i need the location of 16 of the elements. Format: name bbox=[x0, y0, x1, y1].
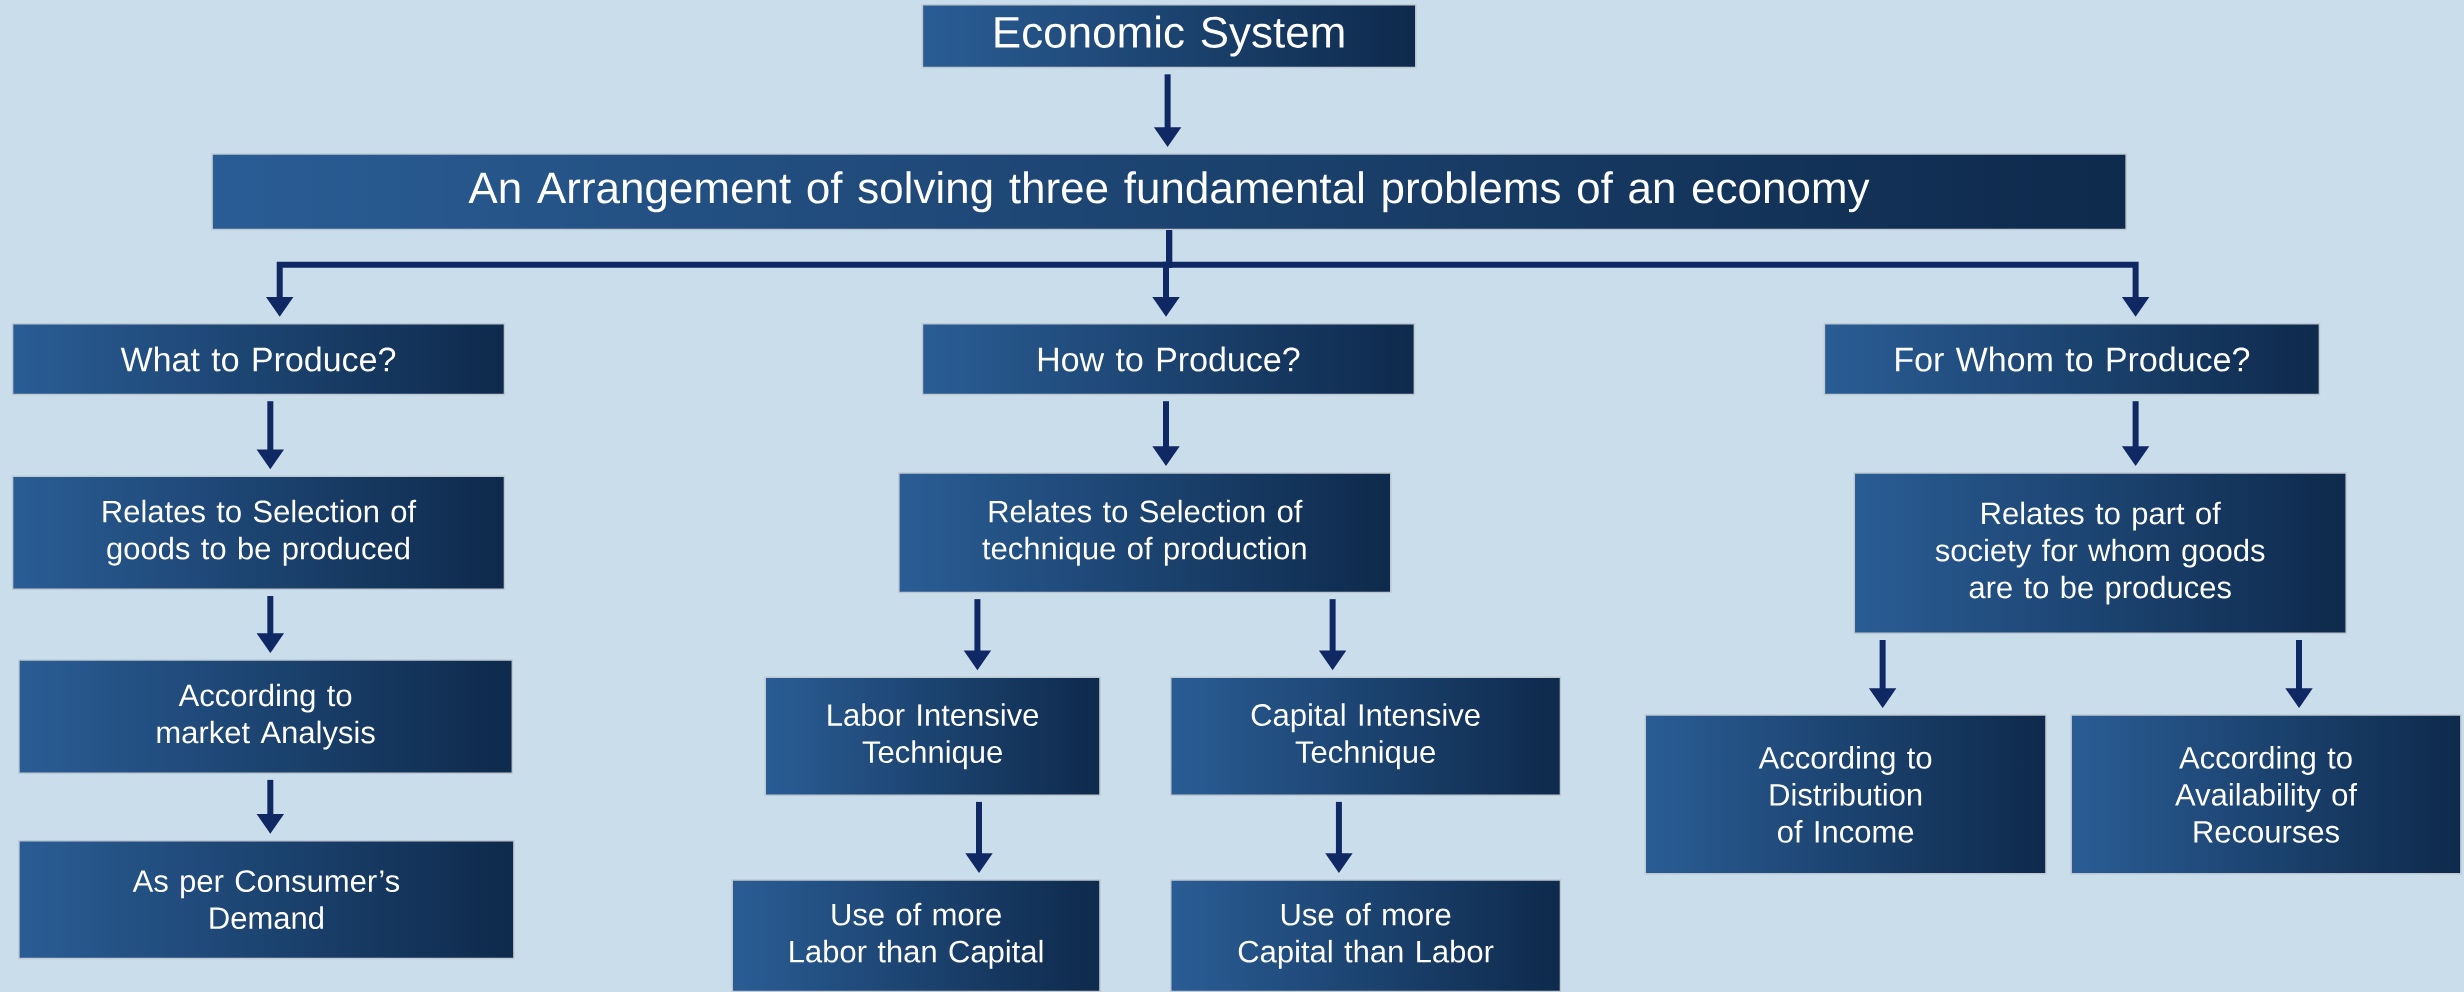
process-box: Relates to part of society for whom goods are to be produces bbox=[1853, 472, 2347, 634]
process-box: Relates to Selection of goods to be produced bbox=[11, 475, 506, 590]
process-box: Capital Intensive Technique bbox=[1170, 676, 1562, 796]
process-box: According to Availability of Recourses bbox=[2070, 714, 2462, 875]
process-box: As per Consumer’s Demand bbox=[18, 839, 515, 960]
process-box: Relates to Selection of technique of production bbox=[898, 472, 1392, 594]
process-box: What to Produce? bbox=[11, 323, 506, 396]
process-box: For Whom to Produce? bbox=[1823, 323, 2321, 396]
process-box: According to Distribution of Income bbox=[1644, 714, 2047, 875]
process-box: According to market Analysis bbox=[18, 659, 514, 774]
process-box: An Arrangement of solving three fundamental problems of an economy bbox=[211, 153, 2127, 231]
process-box: Economic System bbox=[921, 3, 1417, 69]
process-box: Labor Intensive Technique bbox=[764, 676, 1101, 796]
process-box: Use of more Capital than Labor bbox=[1170, 879, 1562, 992]
process-box: Use of more Labor than Capital bbox=[731, 879, 1101, 992]
process-box: How to Produce? bbox=[921, 323, 1416, 396]
